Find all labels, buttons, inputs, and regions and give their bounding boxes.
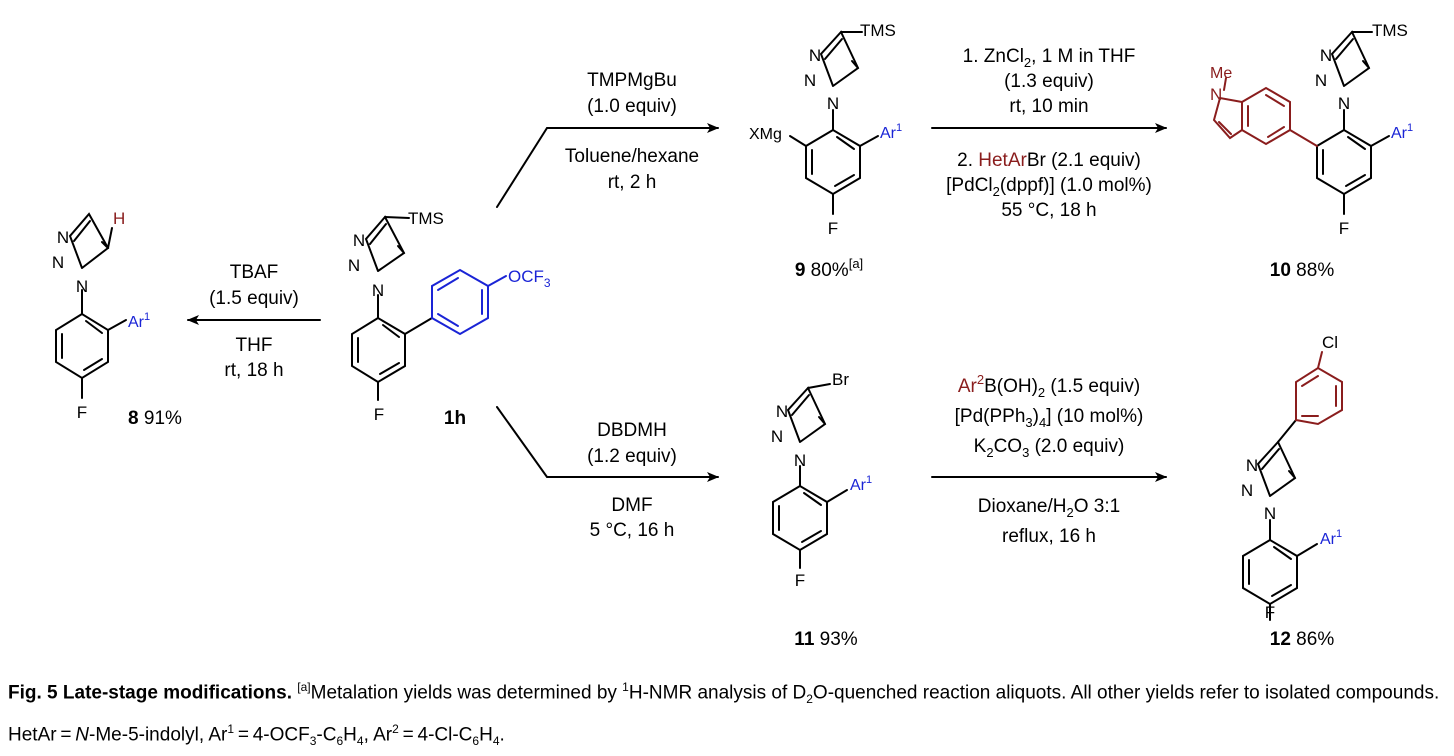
suzuki-catalyst: [Pd(PPh3)4] (10 mol%) [955,406,1144,430]
n3-label: N [57,228,69,247]
ar1-label: Ar1 [850,474,872,494]
conditions-dbdmh: DBDMH (1.2 equiv) DMF 5 °C, 16 h [587,420,677,541]
arrow-metalation [496,123,719,208]
suzuki-solvent: Dioxane/H2O 3:1 [978,496,1120,520]
dbdmh-solvent: DMF [611,495,652,516]
fluoro-label: F [1339,219,1349,238]
compound-9-label: 9 80%[a] [795,256,863,281]
methyl-label: Me [1210,65,1232,82]
fluoro-label: F [795,571,805,590]
negishi-catalyst: [PdCl2(dppf)] (1.0 mol%) [946,175,1152,199]
caption-note-marker: [a] [297,680,311,694]
tbaf-time: rt, 18 h [224,360,283,381]
compound-1h-label: 1h [444,408,466,429]
compound-10-label: 10 88% [1270,260,1335,281]
suzuki-time: reflux, 16 h [1002,526,1096,547]
caption-sub: 3 [309,734,317,749]
conditions-tmpmgbu: TMPMgBu (1.0 equiv) Toluene/hexane rt, 2… [565,70,699,193]
n2-label: N [1241,481,1253,500]
n1-label: N [794,451,806,470]
negishi-time1: rt, 10 min [1009,96,1088,117]
n1-label: N [827,94,839,113]
n3-label: N [776,402,788,421]
n2-label: N [771,427,783,446]
n3-label: N [1246,456,1258,475]
compound-9-structure: TMS N N N XMg Ar1 F 9 80%[a] [749,21,902,281]
conditions-suzuki: Ar2B(OH)2 (1.5 equiv) [Pd(PPh3)4] (10 mo… [955,372,1144,547]
tmp-equiv: (1.0 equiv) [587,96,677,117]
tmp-reagent: TMPMgBu [587,70,677,91]
conditions-negishi: 1. ZnCl2, 1 M in THF (1.3 equiv) rt, 10 … [946,46,1152,221]
caption-sub: 6 [336,734,344,749]
n2-label: N [1315,71,1327,90]
ar1-label: Ar1 [1320,528,1342,548]
arrow-bromination [496,406,719,482]
n1-label: N [76,277,88,296]
negishi-step1: 1. ZnCl2, 1 M in THF [963,46,1136,70]
ar1-label: Ar1 [128,311,150,331]
caption-sub: 6 [472,734,480,749]
ar1-label: Ar1 [1391,122,1413,142]
compound-1h-structure: TMS N N N F OCF3 1h [348,209,551,429]
compound-12-label: 12 86% [1270,629,1335,650]
n1-label: N [1264,504,1276,523]
ocf3-label: OCF3 [508,267,551,290]
negishi-time2: 55 °C, 18 h [1001,200,1096,221]
caption-sub: 2 [806,692,813,707]
dbdmh-equiv: (1.2 equiv) [587,446,677,467]
figure-caption: Fig. 5 Late-stage modifications. [a]Meta… [8,672,1448,756]
tms-label: TMS [1372,21,1408,40]
compound-11-structure: Br N N N Ar1 F 11 93% [771,370,872,650]
n2-label: N [348,256,360,275]
compound-8-label: 8 91% [128,408,182,429]
fluoro-label: F [374,405,384,424]
negishi-step2: 2. HetArBr (2.1 equiv) [957,150,1141,171]
dbdmh-reagent: DBDMH [597,420,667,441]
suzuki-base: K2CO3 (2.0 equiv) [974,436,1125,460]
chloro-label: Cl [1322,333,1338,352]
tms-label: TMS [408,209,444,228]
compound-11-label: 11 93% [794,629,858,650]
n1-label: N [1338,94,1350,113]
caption-sup: 1 [227,722,235,737]
n1-label: N [372,281,384,300]
fluoro-label: F [77,403,87,422]
bromo-label: Br [832,370,849,389]
reaction-scheme: TMS N N N F OCF3 1h H N N N Ar1 F 8 91% [52,21,1413,650]
caption-text: Metalation yields was determined by [310,682,623,704]
caption-text: H-NMR analysis of D [628,682,807,704]
n2-label: N [52,253,64,272]
n2-label: N [804,71,816,90]
tmp-time: rt, 2 h [608,172,657,193]
compound-12-structure: Cl N N N Ar1 F 12 86% [1241,333,1343,650]
n3-label: N [809,46,821,65]
n3-label: N [1320,46,1332,65]
tbaf-reagent: TBAF [230,262,279,283]
caption-sup: 1 [622,680,629,694]
indole-n-label: N [1210,85,1222,104]
negishi-equiv: (1.3 equiv) [1004,71,1094,92]
tms-label: TMS [860,21,896,40]
tmp-solvent: Toluene/hexane [565,146,699,167]
hydrogen-label: H [113,209,125,228]
compound-10-structure: Me N TMS N N N Ar1 F 10 88% [1210,21,1413,281]
dbdmh-time: 5 °C, 16 h [590,520,675,541]
caption-sub: 4 [492,734,500,749]
n3-label: N [353,231,365,250]
suzuki-boronic-acid: Ar2B(OH)2 (1.5 equiv) [958,372,1140,400]
fluoro-label: F [828,219,838,238]
caption-title: Fig. 5 Late-stage modifications. [8,682,292,704]
conditions-tbaf: TBAF (1.5 equiv) THF rt, 18 h [209,262,299,381]
caption-sub: 4 [356,734,364,749]
tbaf-equiv: (1.5 equiv) [209,288,299,309]
xmg-label: XMg [749,126,782,143]
ar1-label: Ar1 [880,122,902,142]
caption-sup: 2 [392,722,399,737]
compound-8-structure: H N N N Ar1 F 8 91% [52,209,182,429]
fluoro-label: F [1265,603,1275,622]
tbaf-solvent: THF [236,335,273,356]
